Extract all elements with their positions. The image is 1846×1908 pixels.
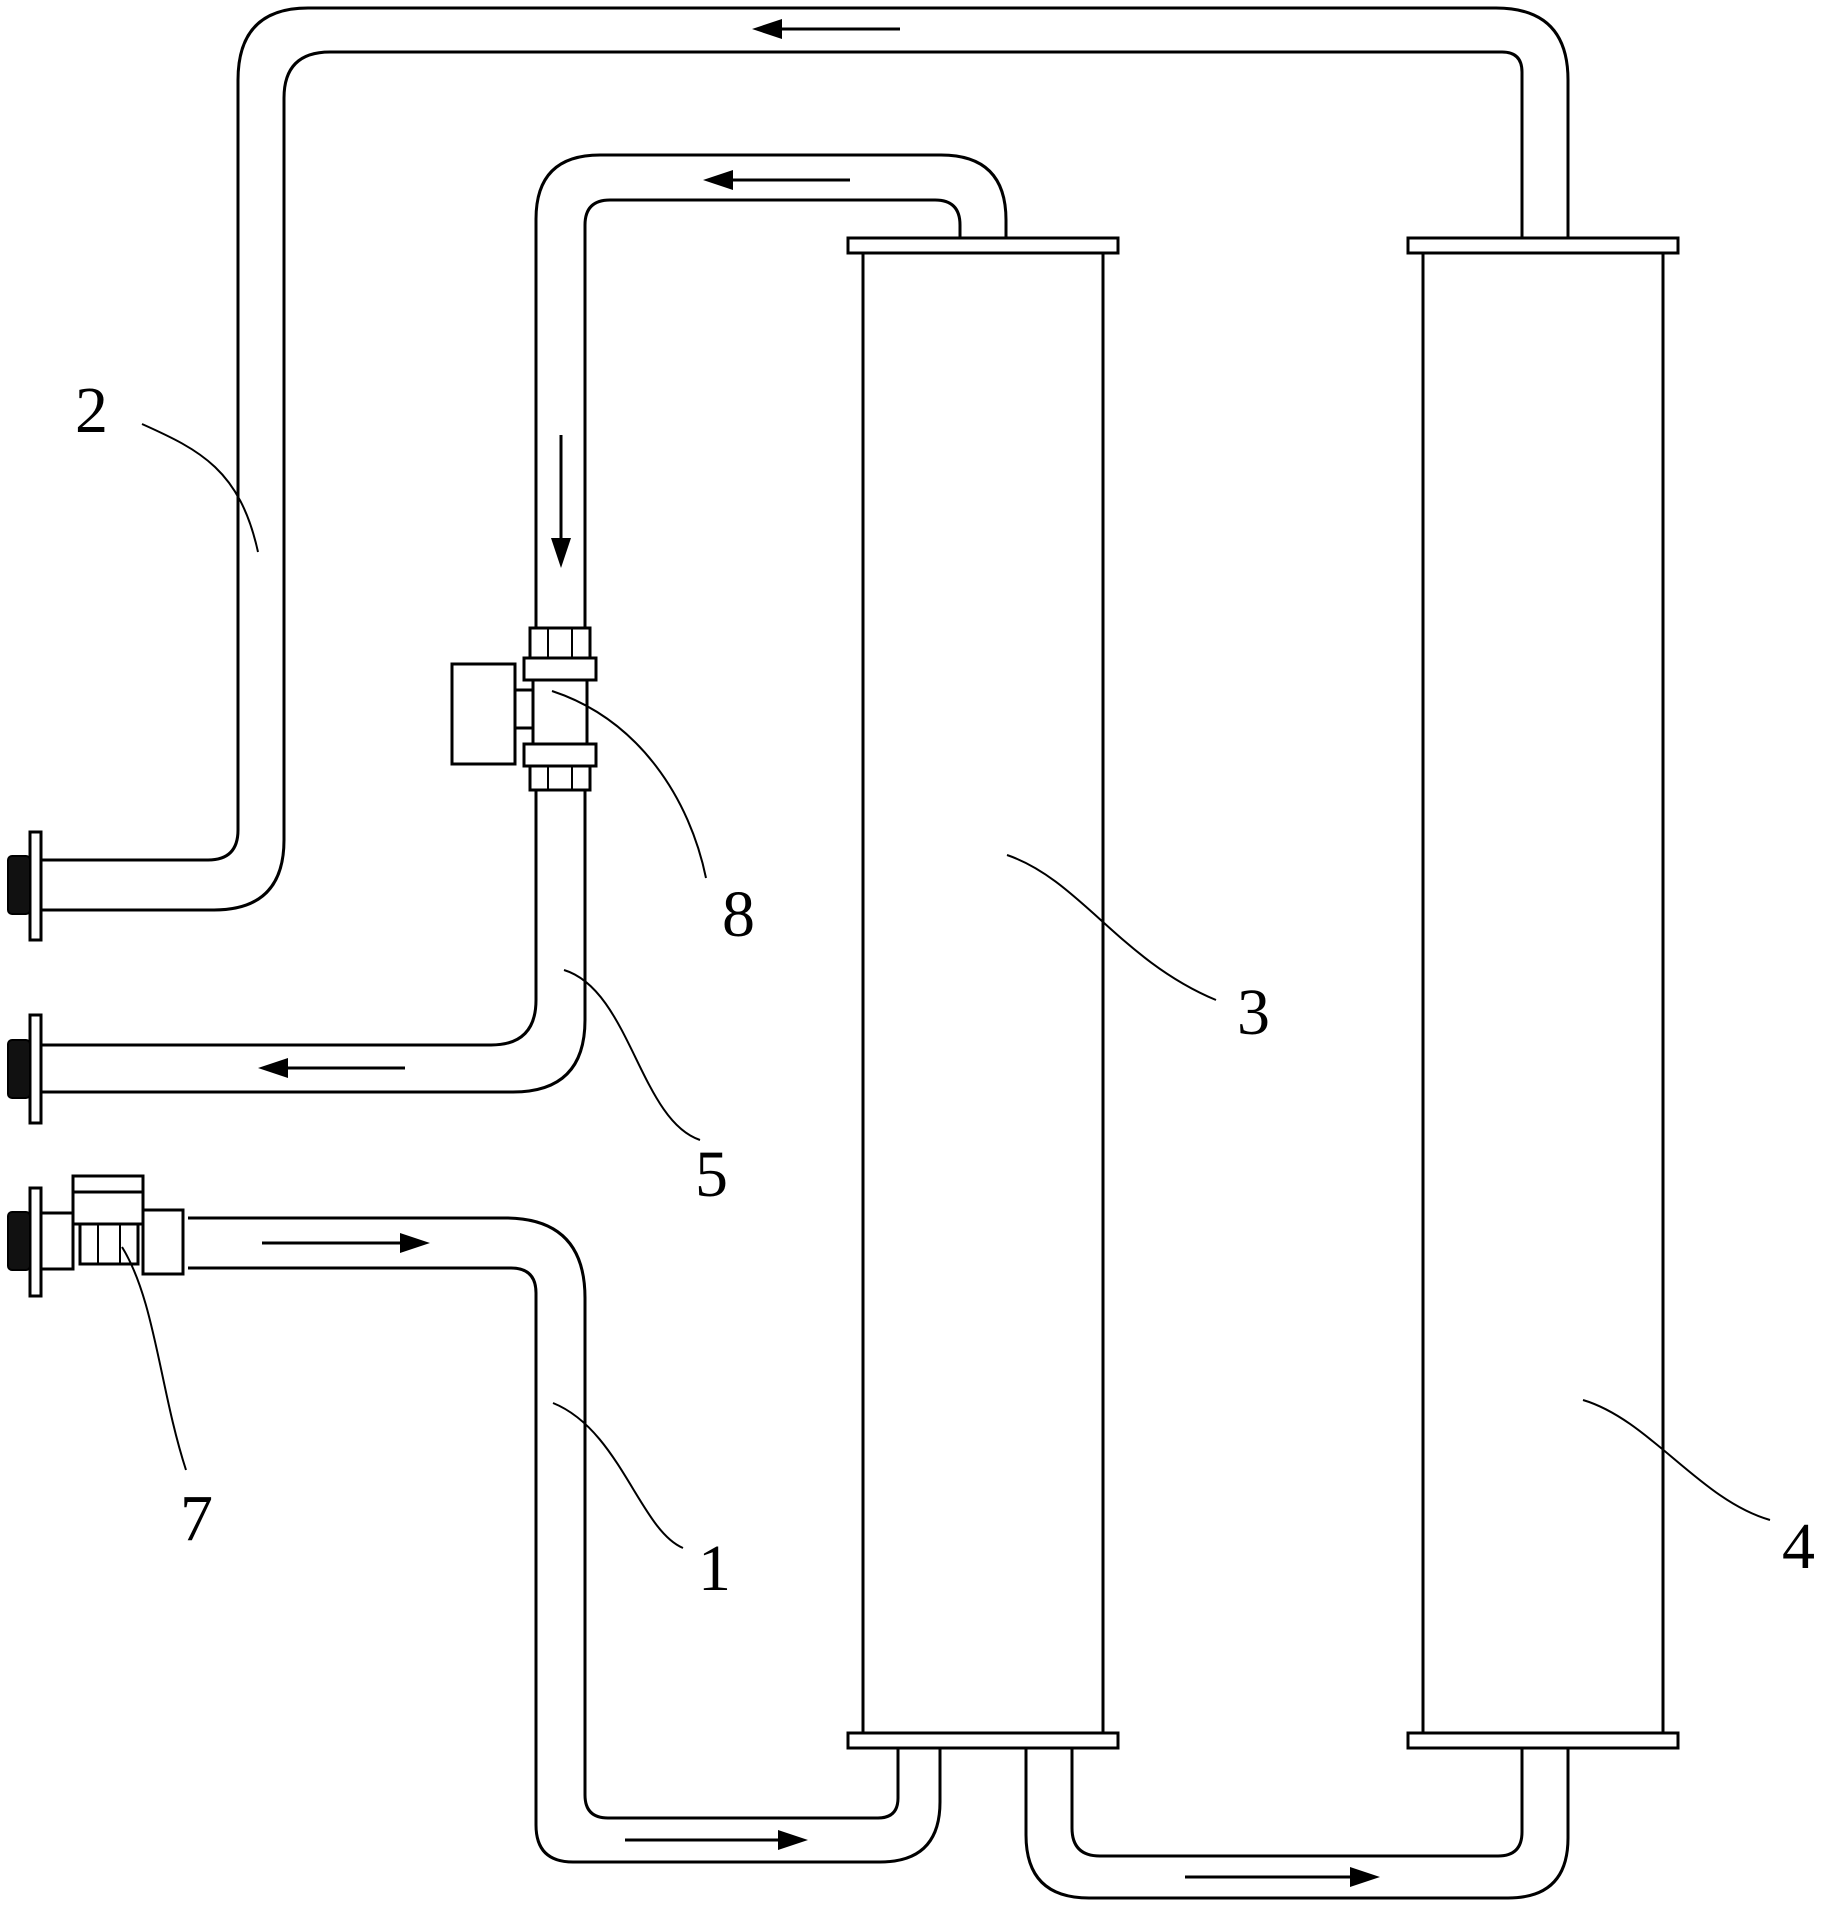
flow-arrow-pipe-1-inlet bbox=[262, 1233, 430, 1253]
leader-lines bbox=[121, 423, 1771, 1549]
label-3: 3 bbox=[1237, 976, 1270, 1049]
port-fitting-pipe-1 bbox=[7, 1186, 43, 1298]
leader-2 bbox=[141, 423, 259, 553]
label-1: 1 bbox=[698, 1532, 731, 1605]
leader-1 bbox=[552, 1402, 684, 1549]
label-5: 5 bbox=[695, 1138, 728, 1211]
leader-8 bbox=[551, 690, 707, 879]
tank-3 bbox=[846, 236, 1120, 1750]
flow-arrow-pipe-5-outlet bbox=[258, 1058, 405, 1078]
leader-5 bbox=[563, 969, 701, 1141]
label-2: 2 bbox=[75, 374, 108, 447]
valve-8 bbox=[450, 626, 598, 792]
pipe-5 bbox=[40, 153, 1008, 1094]
tank-4 bbox=[1406, 236, 1680, 1750]
leader-3 bbox=[1006, 854, 1217, 1001]
label-4: 4 bbox=[1782, 1510, 1815, 1583]
pipe-2 bbox=[40, 6, 1570, 912]
port-fitting-pipe-5 bbox=[7, 1013, 43, 1125]
flow-arrow-pipe-1-bottom bbox=[625, 1830, 808, 1850]
label-7: 7 bbox=[180, 1482, 213, 1555]
pipe-1 bbox=[188, 1216, 942, 1864]
flow-arrow-pipe-5-down bbox=[551, 435, 571, 568]
connector-pipe-3-4 bbox=[1024, 1748, 1570, 1900]
label-8: 8 bbox=[722, 878, 755, 951]
flow-arrow-pipe-5-top bbox=[703, 170, 850, 190]
flow-arrow-pipe-2-top bbox=[752, 19, 900, 39]
valve-7 bbox=[39, 1174, 185, 1276]
leader-4 bbox=[1582, 1399, 1771, 1521]
flow-arrow-connector-bottom bbox=[1185, 1867, 1380, 1887]
port-fitting-pipe-2 bbox=[7, 830, 43, 942]
leader-7 bbox=[121, 1246, 187, 1471]
